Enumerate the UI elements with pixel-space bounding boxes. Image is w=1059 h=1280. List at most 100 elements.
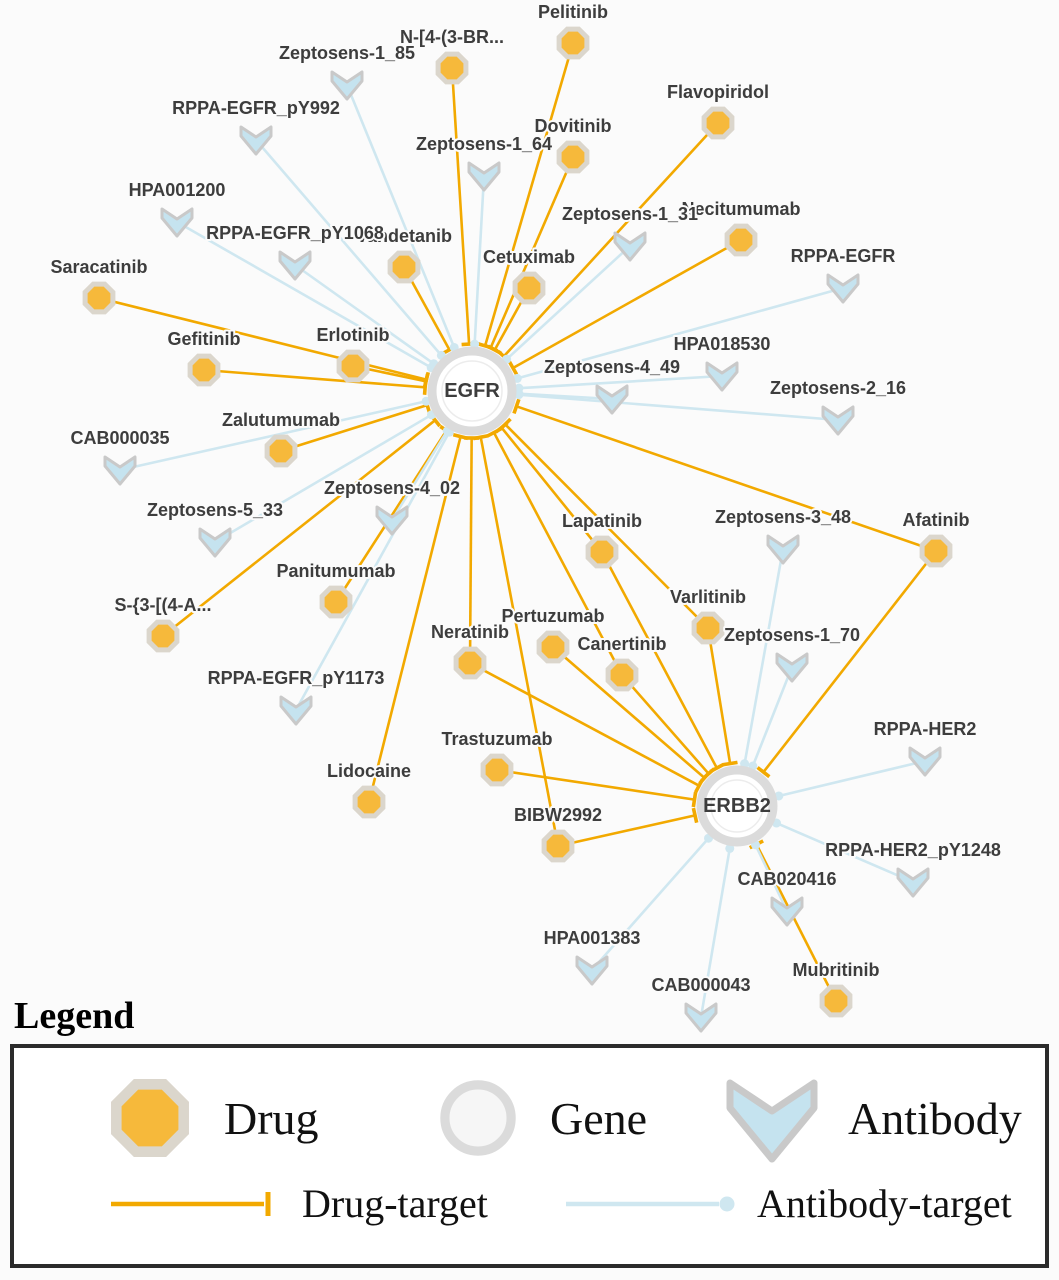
antibody-target-edge-zeptosens-4-02-egfr: [390, 430, 449, 521]
drug-node-neratinib[interactable]: [453, 646, 487, 680]
antibody-label-zeptosens-5-33: Zeptosens-5_33: [147, 500, 283, 520]
drug-node-bibw2992[interactable]: [541, 829, 575, 863]
drug-node-panitumumab[interactable]: [319, 585, 353, 619]
drug-node-erlotinib[interactable]: [336, 349, 370, 383]
drug-label-afatinib: Afatinib: [903, 510, 970, 530]
antibody-node-zeptosens-1-70[interactable]: [775, 652, 809, 683]
drug-node-necitumumab[interactable]: [724, 223, 758, 257]
drug-target-edge-neratinib-erbb2: [469, 661, 700, 787]
drug-label-varlitinib: Varlitinib: [670, 587, 746, 607]
antibody-label-rppa-egfr-py992: RPPA-EGFR_pY992: [172, 98, 340, 118]
antibody-node-zeptosens-4-49[interactable]: [595, 384, 629, 415]
antibody-target-edge-rppa-her2-erbb2: [778, 759, 926, 798]
antibody-target-edge-zeptosens-1-85-egfr: [345, 84, 456, 348]
drug-target-edge-lidocaine-egfr: [367, 436, 462, 803]
antibody-target-edge-hpa018530-egfr: [518, 374, 723, 390]
antibody-label-zeptosens-1-70: Zeptosens-1_70: [724, 625, 860, 645]
drug-node-canertinib[interactable]: [605, 658, 639, 692]
legend-item-drug: Drug: [102, 1070, 432, 1166]
antibody-node-zeptosens-1-85[interactable]: [330, 70, 364, 101]
legend-item-antibody-target: Antibody-target: [561, 1180, 1012, 1227]
drug-node-cetuximab[interactable]: [512, 271, 546, 305]
drug-node-trastuzumab[interactable]: [480, 753, 514, 787]
drug-node-dovitinib[interactable]: [556, 140, 590, 174]
drug-target-edge-dovitinib-egfr: [489, 156, 575, 349]
antibody-label-cab000043: CAB000043: [651, 975, 750, 995]
antibody-node-zeptosens-3-48[interactable]: [766, 534, 800, 565]
drug-target-edge-zalutumumab-egfr: [280, 403, 428, 453]
drug-node-lidocaine[interactable]: [352, 785, 386, 819]
drug-node-pertuzumab[interactable]: [536, 630, 570, 664]
antibody-node-hpa018530[interactable]: [705, 361, 739, 392]
drug-icon: [111, 1079, 189, 1157]
drug-label-cetuximab: Cetuximab: [483, 247, 575, 267]
drug-label-n-4-3-br: N-[4-(3-BR...: [400, 27, 504, 47]
antibody-label-cab020416: CAB020416: [737, 869, 836, 889]
antibody-node-zeptosens-1-64[interactable]: [467, 161, 501, 192]
drug-node-lapatinib[interactable]: [585, 535, 619, 569]
drug-label-flavopiridol: Flavopiridol: [667, 82, 769, 102]
drug-node-vandetanib[interactable]: [387, 250, 421, 284]
gene-label-egfr: EGFR: [444, 380, 500, 402]
drug-node-flavopiridol[interactable]: [701, 106, 735, 140]
antibody-target-edge-zeptosens-1-70-erbb2: [751, 666, 794, 767]
antibody-label-zeptosens-4-49: Zeptosens-4_49: [544, 357, 680, 377]
drug-target-edge-n-4-3-br-egfr: [450, 67, 471, 345]
antibody-node-cab000043[interactable]: [684, 1002, 718, 1033]
drug-node-n-4-3-br[interactable]: [435, 51, 469, 85]
gene-node-egfr[interactable]: EGFR: [427, 346, 517, 436]
drug-label-saracatinib: Saracatinib: [50, 257, 147, 277]
drug-node-zalutumumab[interactable]: [264, 434, 298, 468]
drug-node-s-3-4-a[interactable]: [146, 619, 180, 653]
antibody-label-hpa018530: HPA018530: [674, 334, 771, 354]
antibody-node-zeptosens-5-33[interactable]: [198, 527, 232, 558]
antibody-target-edge-icon: [566, 1196, 735, 1211]
drug-target-edge-neratinib-egfr: [468, 437, 473, 664]
drug-target-edge-varlitinib-egfr: [504, 423, 709, 629]
legend-shapes-row: Drug Gene Antibody: [102, 1070, 1045, 1166]
tee-arrowhead: [487, 344, 503, 356]
antibody-node-hpa001383[interactable]: [575, 955, 609, 986]
drug-node-pelitinib[interactable]: [556, 26, 590, 60]
tee-arrowhead: [701, 767, 716, 780]
antibody-node-zeptosens-4-02[interactable]: [375, 505, 409, 536]
drug-label-erlotinib: Erlotinib: [317, 325, 390, 345]
gene-node-erbb2[interactable]: ERBB2: [696, 765, 778, 847]
drug-label-necitumumab: Necitumumab: [681, 199, 800, 219]
antibody-node-hpa001200[interactable]: [160, 207, 194, 238]
antibody-label-zeptosens-2-16: Zeptosens-2_16: [770, 378, 906, 398]
drug-node-gefitinib[interactable]: [187, 353, 221, 387]
drug-target-edge-bibw2992-egfr: [479, 436, 560, 847]
drug-target-edge-saracatinib-egfr: [98, 296, 427, 381]
drug-target-edge-canertinib-egfr: [492, 431, 624, 676]
drug-target-edge-mubritinib-erbb2: [755, 843, 838, 1002]
drug-target-edge-icon: [111, 1191, 271, 1216]
drug-target-edge-varlitinib-erbb2: [706, 627, 732, 764]
drug-target-edge-pertuzumab-erbb2: [552, 646, 706, 779]
antibody-node-cab000035[interactable]: [103, 455, 137, 486]
antibody-node-zeptosens-1-31[interactable]: [613, 231, 647, 262]
antibody-node-zeptosens-2-16[interactable]: [821, 405, 855, 436]
drug-node-varlitinib[interactable]: [691, 611, 725, 645]
antibody-target-edge-zeptosens-3-48-erbb2: [743, 548, 785, 764]
drug-node-mubritinib[interactable]: [819, 984, 853, 1018]
legend-item-gene: Gene: [432, 1072, 722, 1164]
drug-node-saracatinib[interactable]: [82, 281, 116, 315]
tee-arrowhead: [498, 417, 512, 431]
tee-arrowhead: [452, 433, 469, 441]
antibody-node-rppa-egfr-py992[interactable]: [239, 125, 273, 156]
antibody-node-cab020416[interactable]: [770, 896, 804, 927]
edges-layer: [98, 42, 938, 1018]
antibody-node-rppa-her2-py1248[interactable]: [896, 867, 930, 898]
antibody-node-rppa-egfr-py1068[interactable]: [278, 250, 312, 281]
nodes-layer: EGFR ERBB2: [82, 26, 953, 1033]
antibody-target-edge-cab000035-egfr: [119, 400, 427, 472]
drug-node-afatinib[interactable]: [919, 534, 953, 568]
drug-label-mubritinib: Mubritinib: [793, 960, 880, 980]
antibody-node-rppa-her2[interactable]: [908, 746, 942, 777]
antibody-node-rppa-egfr[interactable]: [826, 273, 860, 304]
antibody-node-rppa-egfr-py1173[interactable]: [279, 695, 313, 726]
legend-gene-label: Gene: [550, 1092, 648, 1144]
drug-target-edge-flavopiridol-egfr: [502, 122, 719, 358]
